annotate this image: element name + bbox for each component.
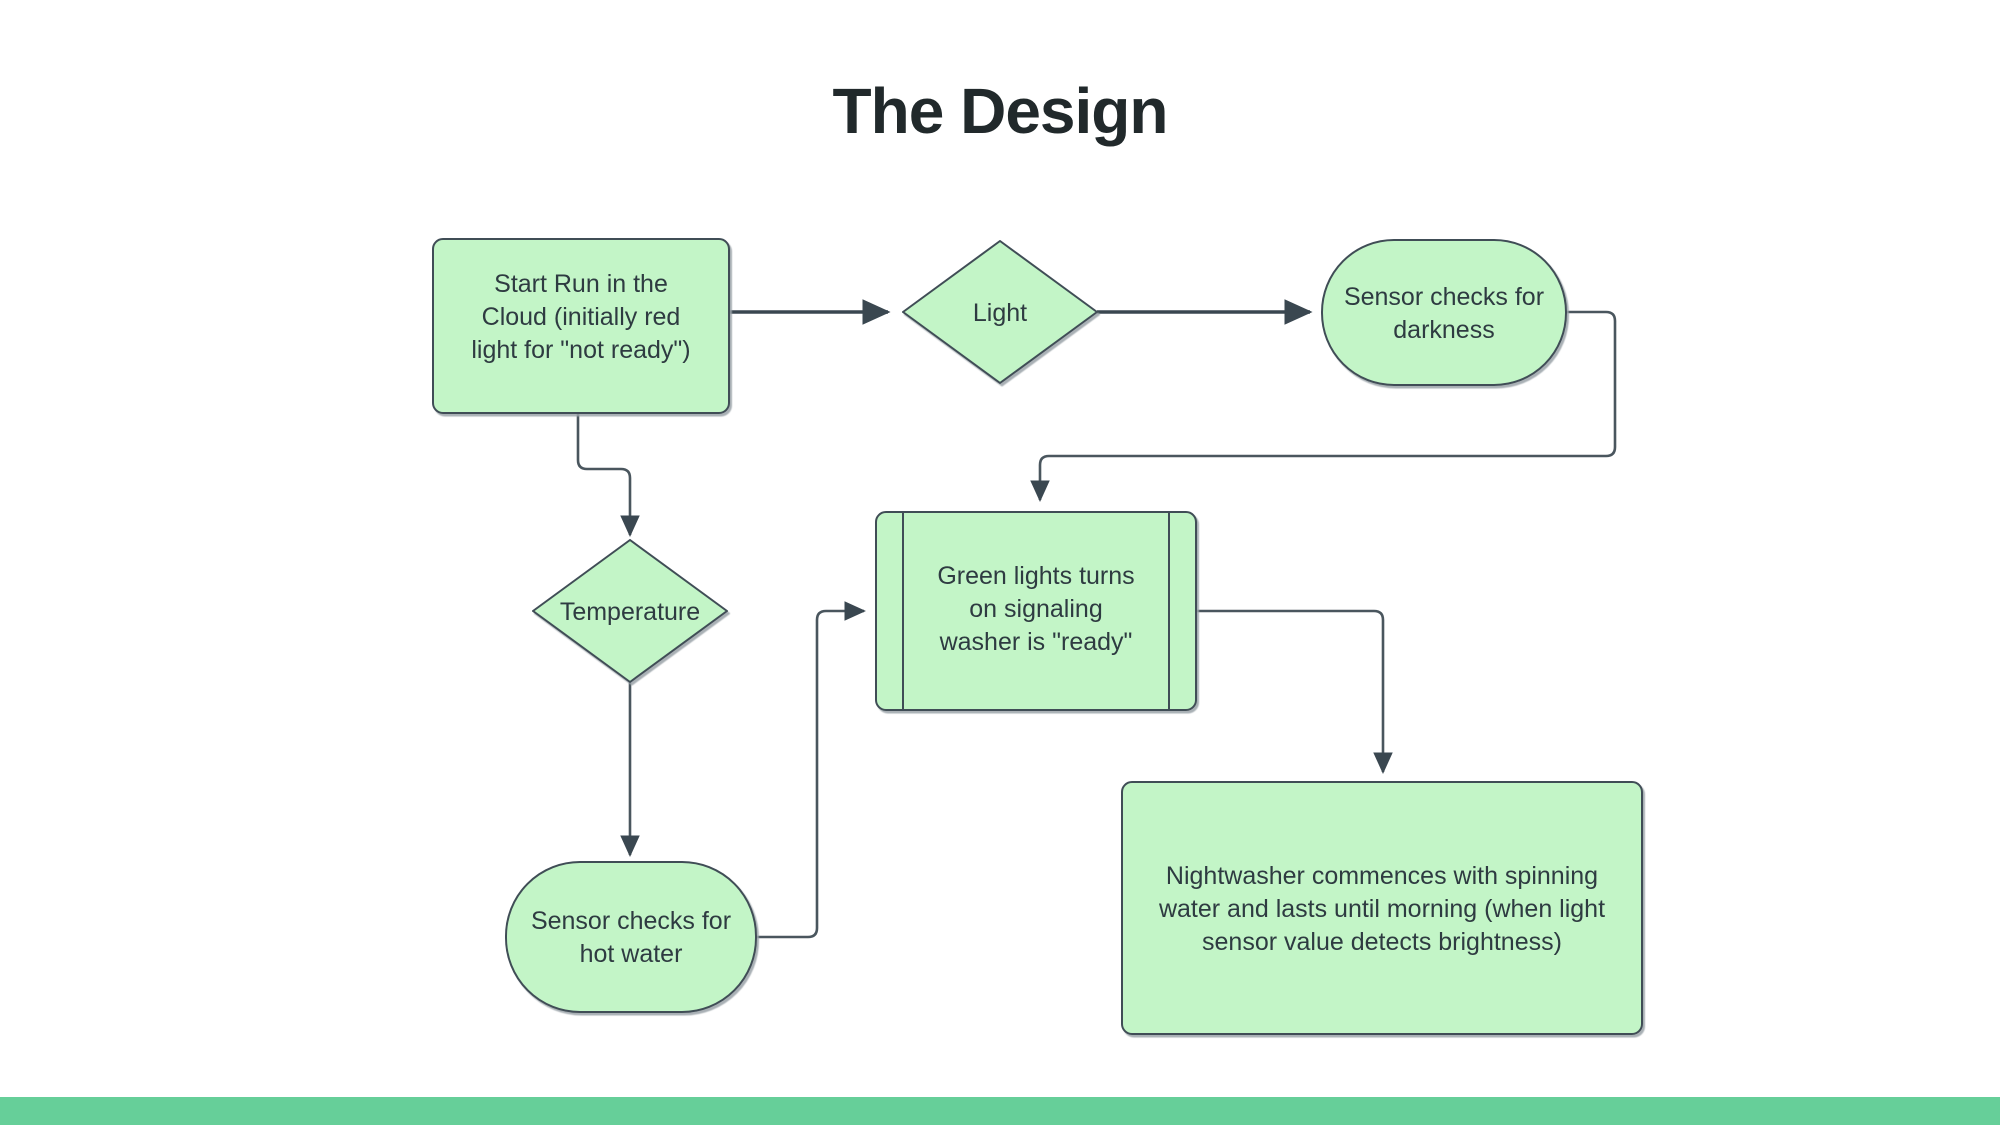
node-light[interactable]: Light	[902, 240, 1098, 384]
node-sensor-darkness-shape[interactable]	[1321, 239, 1567, 386]
node-green-lights[interactable]: Green lights turns on signaling washer i…	[875, 511, 1197, 711]
node-start-run-line-2: Cloud (initially red	[482, 303, 681, 331]
node-start-run-line-3: light for "not ready")	[471, 336, 690, 364]
node-sensor-hot-water-line-1: Sensor checks for	[531, 907, 731, 935]
node-sensor-darkness-line-2: darkness	[1393, 316, 1494, 344]
node-temperature-shape[interactable]	[532, 539, 728, 683]
page-title: The Design	[832, 75, 1169, 147]
node-green-lights-line-3: washer is "ready"	[939, 628, 1133, 656]
node-sensor-hot-water[interactable]: Sensor checks for hot water	[505, 861, 757, 1013]
node-start-run-line-1: Start Run in the	[494, 270, 668, 298]
node-green-lights-shape[interactable]	[875, 511, 1197, 711]
node-light-label: Light	[973, 299, 1027, 327]
node-nightwasher-shape[interactable]	[1121, 781, 1643, 1035]
edge-darkness-to-green	[1030, 310, 1617, 502]
edge-layer	[576, 299, 1617, 939]
node-sensor-hot-water-line-2: hot water	[580, 940, 683, 968]
node-green-lights-line-1: Green lights turns	[937, 562, 1134, 590]
node-temperature-label: Temperature	[560, 598, 700, 626]
node-green-lights-line-2: on signaling	[969, 595, 1102, 623]
node-sensor-hot-water-shape[interactable]	[505, 861, 757, 1013]
node-nightwasher-line-2: water and lasts until morning (when ligh…	[1158, 895, 1605, 923]
node-start-run[interactable]: Start Run in the Cloud (initially red li…	[432, 238, 730, 414]
node-light-shape[interactable]	[902, 240, 1098, 384]
node-start-run-shape[interactable]	[432, 238, 730, 414]
edge-start-to-temperature	[576, 413, 640, 537]
node-nightwasher-line-3: sensor value detects brightness)	[1202, 928, 1562, 956]
node-temperature[interactable]: Temperature	[532, 539, 728, 683]
node-sensor-darkness-line-1: Sensor checks for	[1344, 283, 1544, 311]
edge-green-to-nightwasher	[1196, 609, 1393, 774]
node-sensor-darkness[interactable]: Sensor checks for darkness	[1321, 239, 1567, 386]
accent-bar	[0, 1097, 2000, 1125]
node-nightwasher-line-1: Nightwasher commences with spinning	[1166, 862, 1598, 890]
edge-hotwater-to-green	[756, 601, 866, 939]
node-nightwasher[interactable]: Nightwasher commences with spinning wate…	[1121, 781, 1643, 1035]
